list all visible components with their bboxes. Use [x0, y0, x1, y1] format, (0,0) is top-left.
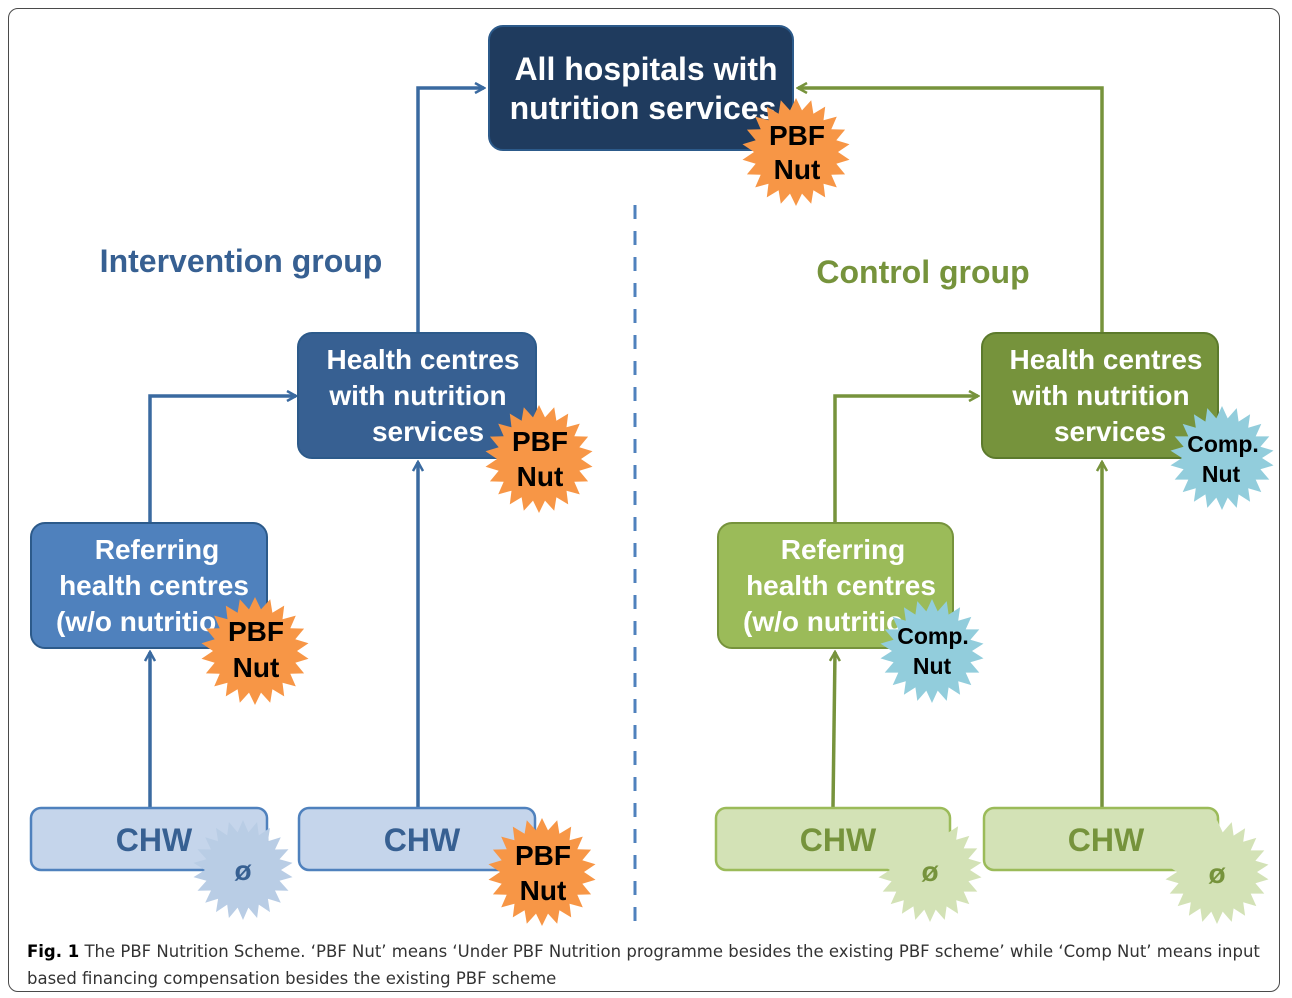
badge-line1: PBF	[512, 426, 568, 457]
ihc-line2: with nutrition	[328, 380, 506, 411]
control-group-label: Control group	[816, 254, 1029, 290]
arrow-cref-to-chc	[833, 396, 978, 523]
intervention-arrows	[150, 88, 484, 807]
starburst-shape	[742, 98, 850, 206]
cchw-left-label: CHW	[800, 822, 877, 858]
control-referring-box: Referring health centres (w/o nutritio	[717, 522, 954, 649]
control-arrows	[798, 88, 1104, 808]
figure-frame	[8, 8, 1280, 992]
starburst-shape	[1165, 820, 1269, 924]
badge-line2: Nut	[520, 875, 567, 906]
badge-line2: Nut	[1202, 461, 1241, 487]
badge-line1: PBF	[515, 840, 571, 871]
ichw-left-label: CHW	[116, 822, 193, 858]
caption-text: The PBF Nutrition Scheme. ‘PBF Nut’ mean…	[27, 942, 1260, 988]
ichw-right-label: CHW	[384, 822, 461, 858]
iref-line2: health centres	[59, 570, 249, 601]
badge-line2: Nut	[774, 154, 821, 185]
badge-line1: PBF	[769, 120, 825, 151]
control-health-centres-box: Health centres with nutrition services	[981, 332, 1219, 459]
arrow-ihc-to-hospital	[416, 88, 484, 333]
starburst-shape	[485, 405, 593, 513]
intervention-referring-box: Referring health centres (w/o nutritio	[30, 522, 268, 649]
ichw-left-none-badge: ø	[193, 820, 293, 920]
hospital-line1: All hospitals with	[514, 51, 777, 87]
chc-line1: Health centres	[1010, 344, 1203, 375]
ichw-right-pbf-nut-badge: PBF Nut	[488, 818, 596, 926]
chc-comp-nut-badge: Comp. Nut	[1170, 406, 1274, 510]
hospital-box: All hospitals with nutrition services	[488, 25, 794, 151]
iref-line1: Referring	[95, 534, 219, 565]
badge-line1: Comp.	[897, 623, 969, 649]
cchw-left-none-badge: ø	[878, 818, 982, 922]
arrow-iref-to-ihc	[148, 396, 296, 523]
badge-line1: Comp.	[1187, 431, 1259, 457]
caption-label: Fig. 1	[27, 942, 80, 961]
ihc-line3: services	[372, 416, 484, 447]
badge-line2: Nut	[233, 652, 280, 683]
pbf-nutrition-diagram: All hospitals with nutrition services In…	[29, 25, 1274, 928]
cref-line1: Referring	[781, 534, 905, 565]
cref-comp-nut-badge: Comp. Nut	[880, 599, 984, 703]
control-chw-right-box: CHW	[982, 806, 1220, 872]
badge-line2: Nut	[517, 461, 564, 492]
badges: PBF Nut PBF Nut PBF Nut PBF Nut ø C	[193, 98, 1274, 926]
cchw-right-label: CHW	[1068, 822, 1145, 858]
starburst-shape	[488, 818, 596, 926]
hospital-pbf-nut-badge: PBF Nut	[742, 98, 850, 206]
cref-line3: (w/o nutritio	[743, 606, 903, 637]
starburst-shape	[880, 599, 984, 703]
badge-none: ø	[234, 855, 251, 886]
figure-caption: Fig. 1 The PBF Nutrition Scheme. ‘PBF Nu…	[27, 938, 1267, 992]
arrow-cchw-left-to-cref	[833, 652, 835, 808]
hospital-line2: nutrition services	[510, 90, 777, 126]
intervention-health-centres-box: Health centres with nutrition services	[297, 332, 537, 459]
starburst-shape	[1170, 406, 1274, 510]
ihc-line1: Health centres	[327, 344, 520, 375]
arrow-chc-to-hospital	[798, 88, 1104, 333]
starburst-shape	[193, 820, 293, 920]
ihc-pbf-nut-badge: PBF Nut	[485, 405, 593, 513]
intervention-chw-right-box: CHW	[297, 806, 537, 872]
badge-line2: Nut	[913, 653, 952, 679]
intervention-group-label: Intervention group	[100, 243, 383, 279]
starburst-shape	[878, 818, 982, 922]
badge-none: ø	[921, 856, 938, 887]
chc-line3: services	[1054, 416, 1166, 447]
chc-line2: with nutrition	[1011, 380, 1189, 411]
cchw-right-none-badge: ø	[1165, 820, 1269, 924]
cref-line2: health centres	[746, 570, 936, 601]
badge-line1: PBF	[228, 616, 284, 647]
starburst-shape	[201, 597, 309, 705]
iref-line3: (w/o nutritio	[56, 606, 216, 637]
badge-none: ø	[1208, 858, 1225, 889]
iref-pbf-nut-badge: PBF Nut	[201, 597, 309, 705]
